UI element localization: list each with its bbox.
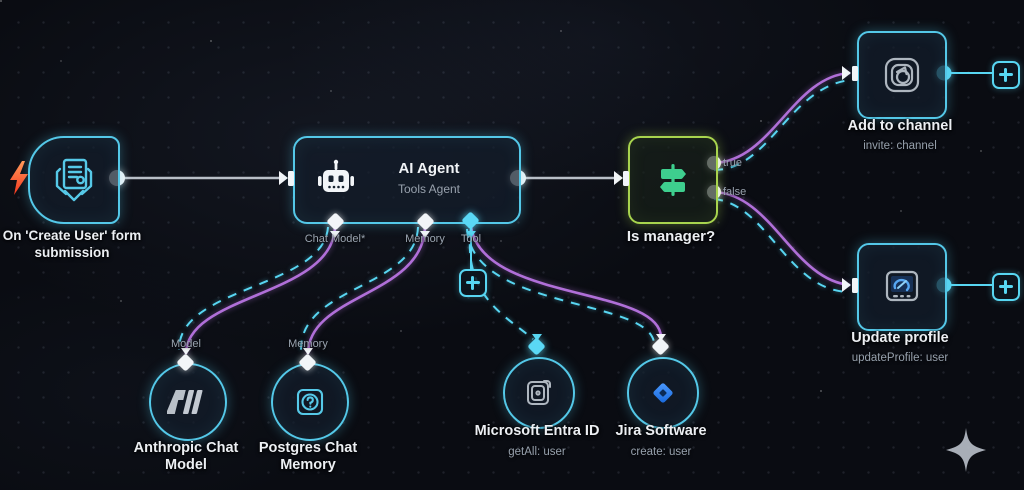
postgres-port-label: Memory	[288, 338, 328, 350]
connection-false-activity	[713, 198, 851, 293]
connection-true-to-add-channel[interactable]	[713, 71, 851, 165]
ai-assistant-sparkle-button[interactable]	[945, 427, 987, 473]
entra-id-icon	[505, 359, 573, 427]
entra-node-label: Microsoft Entra ID	[474, 423, 600, 439]
add-tool-plus-button[interactable]	[459, 269, 487, 297]
branch-false-label: false	[723, 186, 747, 198]
connection-jira-activity	[466, 228, 655, 343]
robot-icon	[315, 158, 357, 207]
jira-operation: create: user	[630, 446, 692, 458]
jira-icon	[629, 359, 697, 427]
form-trigger-icon	[30, 138, 118, 222]
connection-postgres-activity	[299, 226, 419, 351]
connection-agent-to-jira[interactable]	[469, 226, 663, 338]
slack-channel-icon	[859, 33, 945, 117]
arrow-chat-model-port	[330, 231, 340, 238]
anthropic-logo-icon	[151, 365, 225, 439]
arrowhead-update-profile-input	[842, 278, 851, 292]
connection-agent-to-postgres[interactable]	[306, 226, 427, 355]
form-trigger-node[interactable]	[28, 136, 120, 224]
postgres-node-label: Postgres Chat Memory	[258, 440, 358, 473]
arrowhead-postgres	[303, 348, 313, 355]
arrowhead-agent-input	[279, 171, 288, 185]
arrowhead-add-channel-input	[842, 66, 851, 80]
branch-true-label: true	[723, 157, 742, 169]
agent-chat-model-port-label: Chat Model*	[304, 233, 366, 245]
ai-agent-node[interactable]: AI Agent Tools Agent	[293, 136, 521, 224]
form-trigger-label: On 'Create User' form submission	[2, 228, 142, 260]
entra-operation: getAll: user	[508, 446, 566, 458]
signpost-icon	[630, 138, 716, 222]
agent-tool-port-label: Tool	[460, 233, 482, 245]
branch-input-port[interactable]	[623, 171, 629, 186]
connection-agent-to-anthropic[interactable]	[184, 226, 337, 355]
add-to-channel-label: Add to channel	[847, 118, 953, 134]
update-profile-input-port[interactable]	[852, 278, 858, 293]
profile-screen-icon	[859, 245, 945, 329]
arrowhead-anthropic	[181, 348, 191, 355]
connection-anthropic-activity	[177, 226, 329, 351]
arrow-memory-port	[420, 231, 430, 238]
anthropic-node-label: Anthropic Chat Model	[133, 440, 239, 473]
is-manager-switch-node[interactable]	[628, 136, 718, 224]
ai-agent-title: AI Agent	[398, 160, 460, 177]
update-profile-label: Update profile	[851, 330, 949, 346]
agent-memory-port-label: Memory	[405, 233, 445, 245]
connection-true-activity	[713, 79, 851, 171]
postgres-memory-icon	[273, 365, 347, 439]
add-channel-input-port[interactable]	[852, 66, 858, 81]
add-next-node-plus-top[interactable]	[992, 61, 1020, 89]
ai-agent-subtitle: Tools Agent	[397, 182, 461, 196]
add-next-node-plus-bottom[interactable]	[992, 273, 1020, 301]
connection-false-to-update-profile[interactable]	[713, 190, 851, 287]
anthropic-chat-model-node[interactable]	[149, 363, 227, 441]
arrow-tool-port	[466, 231, 476, 238]
anthropic-port-label: Model	[171, 338, 201, 350]
is-manager-label: Is manager?	[626, 228, 716, 245]
add-to-channel-node[interactable]	[857, 31, 947, 119]
add-to-channel-operation: invite: channel	[863, 140, 937, 152]
background-stars	[0, 0, 2, 2]
microsoft-entra-id-node[interactable]	[503, 357, 575, 429]
agent-input-port[interactable]	[288, 171, 294, 186]
jira-node-label: Jira Software	[615, 423, 707, 439]
postgres-chat-memory-node[interactable]	[271, 363, 349, 441]
execute-trigger-bolt-icon[interactable]	[8, 161, 30, 195]
jira-software-node[interactable]	[627, 357, 699, 429]
update-profile-operation: updateProfile: user	[851, 352, 949, 364]
update-profile-node[interactable]	[857, 243, 947, 331]
arrowhead-branch-input	[614, 171, 623, 185]
